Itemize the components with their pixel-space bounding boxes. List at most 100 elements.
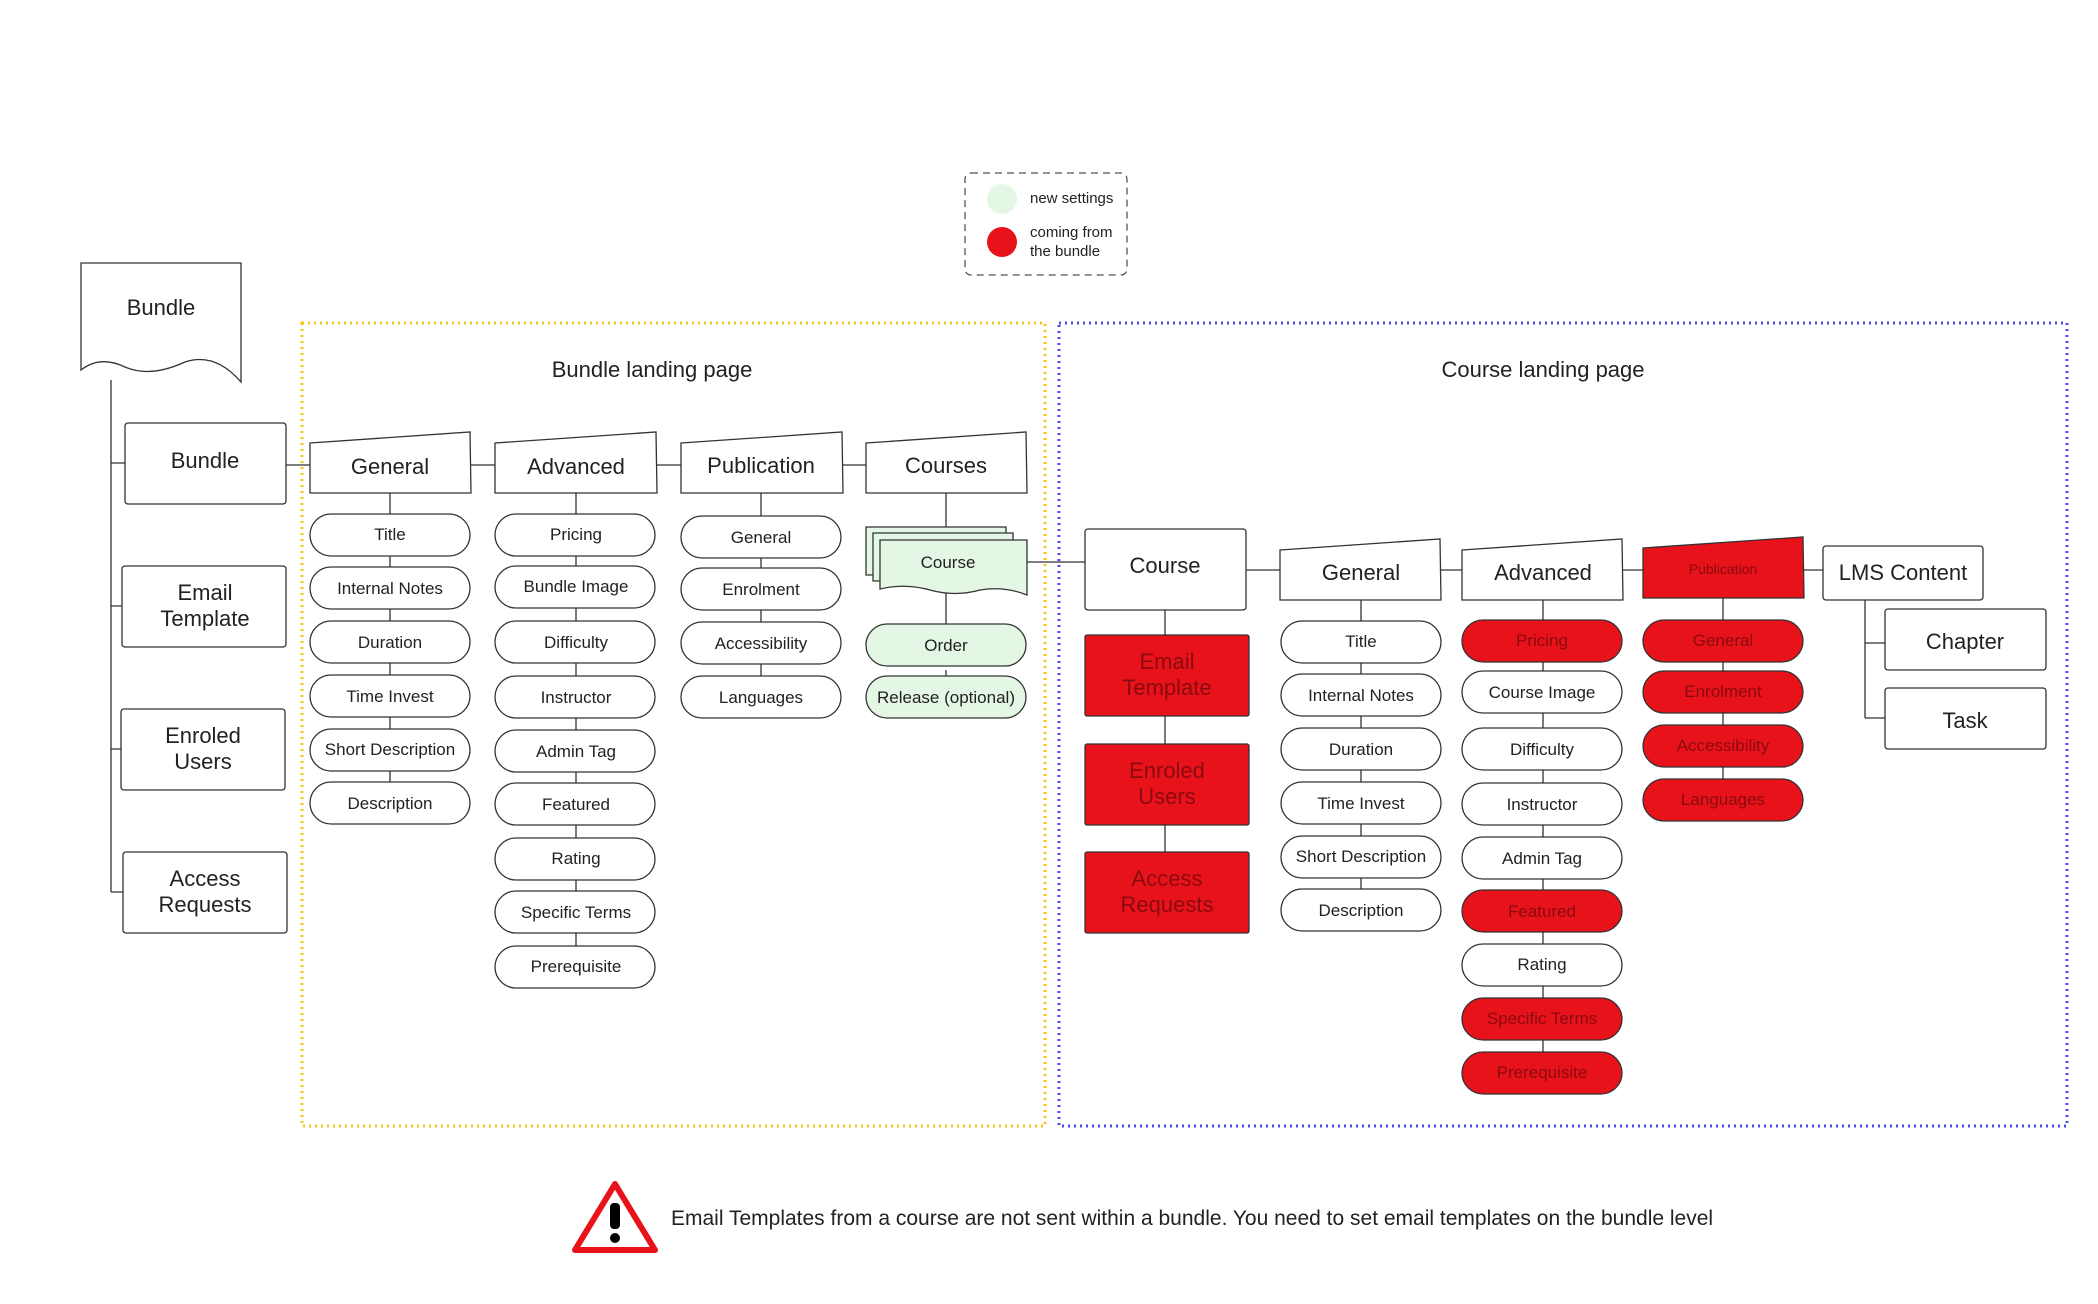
b-advanced-item (494, 620, 656, 664)
c-advanced-item (1461, 670, 1623, 714)
sidebar-enroled-node: Enroled Users (120, 708, 286, 791)
c-advanced-item-red (1461, 619, 1623, 663)
b-general-item (309, 566, 471, 610)
b-publication-item (680, 515, 842, 559)
b-general-item-label: Description (347, 794, 432, 813)
sidebar-enroled-label-1: Enroled (165, 723, 241, 748)
c-general-item (1280, 620, 1442, 664)
warning-text: Email Templates from a course are not se… (671, 1207, 1713, 1230)
b-order-pill (865, 623, 1027, 667)
b-publication-item (680, 567, 842, 611)
c-publication-header: Publication (1642, 536, 1805, 599)
c-course-node: Course (1084, 528, 1247, 611)
legend-new-swatch (987, 184, 1017, 214)
c-enroled-label-1: Enroled (1129, 758, 1205, 783)
c-advanced-item-label: Rating (1517, 955, 1566, 974)
b-general-items: Title Internal Notes Duration Time Inves… (309, 513, 471, 825)
c-general-item-label: Internal Notes (1308, 686, 1414, 705)
c-advanced-item-red (1461, 997, 1623, 1041)
c-email-node: Email Template (1084, 634, 1250, 717)
c-chapter-label: Chapter (1926, 629, 2004, 654)
c-general-item-label: Duration (1329, 740, 1393, 759)
b-release-label: Release (optional) (877, 688, 1015, 707)
c-lms-branches (1864, 600, 1885, 719)
b-advanced-items: Pricing Bundle Image Difficulty Instruct… (494, 513, 656, 989)
c-advanced-item-label: Instructor (1507, 795, 1578, 814)
course-doc-front (879, 539, 1028, 596)
c-advanced-item (1461, 782, 1623, 826)
b-general-header-label: General (351, 454, 429, 479)
course-landing-frame (1057, 321, 2069, 1128)
c-publication-item-label: Enrolment (1684, 682, 1762, 701)
c-access-label-2: Requests (1121, 892, 1214, 917)
sidebar-email-label-1: Email (177, 580, 232, 605)
b-publication-header-label: Publication (707, 453, 815, 478)
b-order-label: Order (924, 636, 968, 655)
b-publication-item-label: Enrolment (722, 580, 800, 599)
b-general-item (309, 620, 471, 664)
b-courses-column: Course Order Release (optional) (865, 526, 1028, 719)
c-publication-item-red (1642, 724, 1804, 768)
c-advanced-item (1461, 943, 1623, 987)
c-publication-items: General Enrolment Accessibility Language… (1642, 619, 1804, 822)
b-advanced-item-label: Pricing (550, 525, 602, 544)
c-general-header-label: General (1322, 560, 1400, 585)
c-advanced-item-label: Difficulty (1510, 740, 1574, 759)
sidebar-enroled-label-2: Users (174, 749, 231, 774)
b-advanced-item (494, 729, 656, 773)
c-publication-item-red (1642, 619, 1804, 663)
c-enroled-node: Enroled Users (1084, 743, 1250, 826)
c-general-item-label: Short Description (1296, 847, 1426, 866)
c-lms-header: LMS Content (1822, 545, 1984, 601)
c-advanced-item-label: Course Image (1489, 683, 1596, 702)
c-email-label-1: Email (1139, 649, 1194, 674)
c-chapter-node: Chapter (1884, 608, 2047, 671)
b-courses-header-label: Courses (905, 453, 987, 478)
b-advanced-item-label: Admin Tag (536, 742, 616, 761)
b-advanced-item-label: Instructor (541, 688, 612, 707)
legend: new settings coming from the bundle (964, 172, 1128, 276)
b-general-header: General (309, 431, 472, 494)
b-publication-item-label: Languages (719, 688, 803, 707)
b-general-item-label: Internal Notes (337, 579, 443, 598)
c-general-item (1280, 727, 1442, 771)
c-advanced-item-label: Specific Terms (1487, 1009, 1597, 1028)
b-advanced-item (494, 890, 656, 934)
b-advanced-item (494, 782, 656, 826)
c-advanced-item-red (1461, 1051, 1623, 1095)
b-publication-item (680, 675, 842, 719)
b-general-item-label: Short Description (325, 740, 455, 759)
c-email-label-2: Template (1122, 675, 1211, 700)
root-document: Bundle (80, 262, 242, 384)
b-publication-item (680, 621, 842, 665)
c-publication-item-red (1642, 778, 1804, 822)
legend-red-swatch (987, 227, 1017, 257)
course-landing-title: Course landing page (1441, 357, 1644, 382)
b-release-pill (865, 675, 1027, 719)
c-advanced-item (1461, 836, 1623, 880)
legend-new-label: new settings (1030, 190, 1113, 207)
c-general-items: Title Internal Notes Duration Time Inves… (1280, 620, 1442, 932)
c-access-node: Access Requests (1084, 851, 1250, 934)
b-advanced-item-label: Difficulty (544, 633, 608, 652)
c-advanced-item-label: Prerequisite (1497, 1063, 1588, 1082)
c-advanced-item-label: Pricing (1516, 631, 1568, 650)
c-task-label: Task (1942, 708, 1988, 733)
c-task-node: Task (1884, 687, 2047, 750)
b-publication-item-label: Accessibility (715, 634, 808, 653)
b-advanced-item (494, 945, 656, 989)
sidebar-email-node: Email Template (121, 565, 287, 648)
b-courses-header: Courses (865, 431, 1028, 494)
c-general-item-label: Time Invest (1317, 794, 1405, 813)
b-general-item (309, 728, 471, 772)
c-advanced-item-label: Featured (1508, 902, 1576, 921)
b-general-item-label: Duration (358, 633, 422, 652)
c-advanced-header-label: Advanced (1494, 560, 1592, 585)
warning-triangle-icon (572, 1181, 658, 1253)
sidebar-bundle-label: Bundle (171, 448, 240, 473)
c-general-item (1280, 673, 1442, 717)
sidebar-bundle-node: Bundle (124, 422, 287, 505)
b-advanced-header: Advanced (494, 431, 658, 494)
b-advanced-item (494, 837, 656, 881)
